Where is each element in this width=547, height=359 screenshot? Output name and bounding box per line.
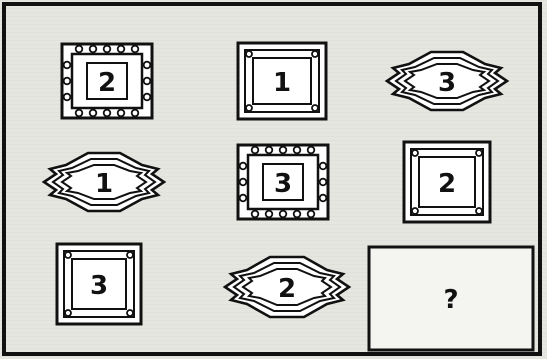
frame-number: 2 (438, 169, 456, 199)
frame-number: 3 (90, 271, 108, 301)
double-line-square-frame: 2 (404, 142, 490, 222)
frame-number: 2 (278, 274, 296, 304)
frame-number: 3 (438, 68, 456, 98)
double-line-square-frame: 3 (57, 244, 141, 324)
frame-number: 2 (98, 68, 116, 98)
beaded-square-frame: 2 (62, 44, 152, 118)
frame-number: 3 (274, 169, 292, 199)
beaded-square-frame: 3 (238, 145, 328, 219)
frame-number: 1 (273, 68, 291, 98)
double-line-square-frame: 1 (238, 43, 326, 119)
question-mark: ? (443, 285, 458, 315)
frame-number: 1 (95, 169, 113, 199)
answer-box[interactable]: ? (369, 247, 533, 350)
